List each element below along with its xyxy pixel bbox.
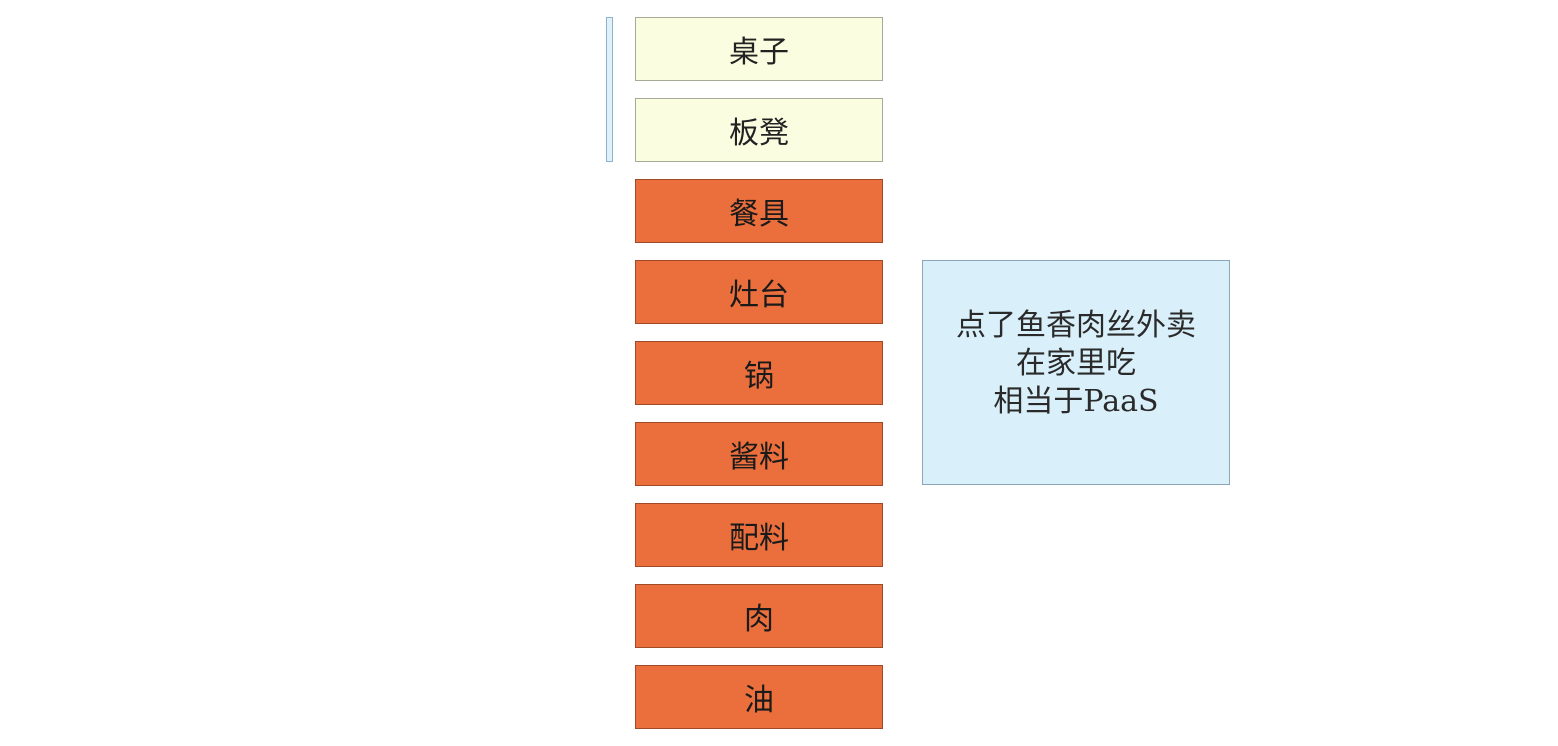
user-managed-bracket — [606, 17, 613, 162]
note-line-2: 在家里吃 — [1016, 345, 1136, 381]
layer-label: 灶台 — [729, 278, 789, 313]
note-line-1: 点了鱼香肉丝外卖 — [956, 307, 1196, 343]
layer-label: 配料 — [729, 521, 789, 556]
layer-stack: 桌子 板凳 餐具 灶台 锅 酱料 配料 肉 油 — [635, 17, 883, 746]
note-line-3: 相当于PaaS — [993, 383, 1159, 419]
layer-oil: 油 — [635, 665, 883, 729]
layer-meat: 肉 — [635, 584, 883, 648]
layer-ingredients: 配料 — [635, 503, 883, 567]
layer-table: 桌子 — [635, 17, 883, 81]
layer-label: 餐具 — [729, 197, 789, 232]
layer-wok: 锅 — [635, 341, 883, 405]
layer-label: 肉 — [744, 602, 774, 637]
layer-sauce: 酱料 — [635, 422, 883, 486]
paas-note-box: 点了鱼香肉丝外卖 在家里吃 相当于PaaS — [922, 260, 1230, 485]
layer-label: 油 — [744, 683, 774, 718]
layer-label: 桌子 — [729, 35, 789, 70]
layer-tableware: 餐具 — [635, 179, 883, 243]
layer-label: 酱料 — [729, 440, 789, 475]
layer-label: 锅 — [744, 359, 774, 394]
layer-bench: 板凳 — [635, 98, 883, 162]
layer-label: 板凳 — [729, 116, 789, 151]
layer-stove: 灶台 — [635, 260, 883, 324]
